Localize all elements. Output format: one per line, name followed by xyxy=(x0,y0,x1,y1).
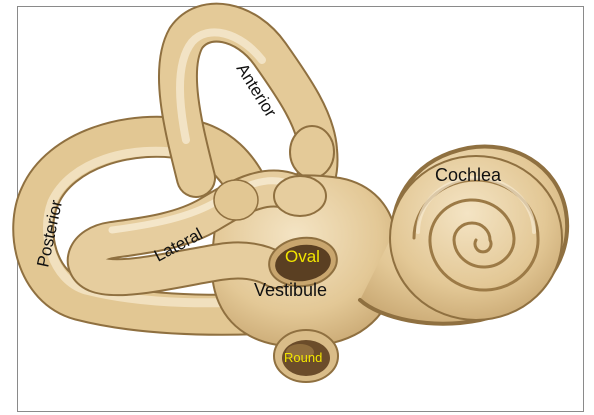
label-cochlea: Cochlea xyxy=(435,165,502,185)
crus-commune xyxy=(214,180,258,220)
label-oval: Oval xyxy=(285,247,320,266)
label-vestibule: Vestibule xyxy=(254,280,327,300)
label-round: Round xyxy=(284,350,322,365)
